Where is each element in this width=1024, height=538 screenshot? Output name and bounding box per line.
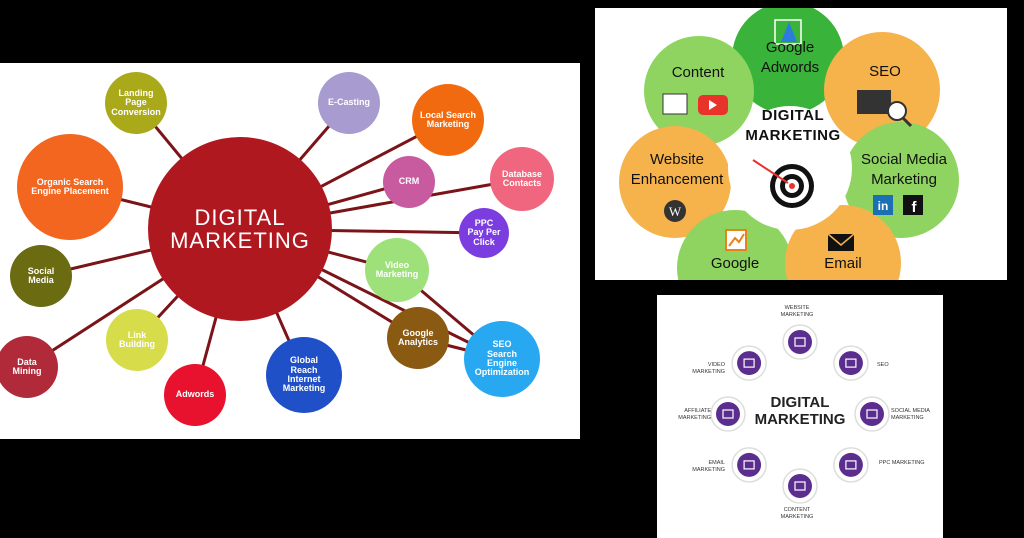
node-database-circle	[490, 147, 554, 211]
item-website-marketing-label: WEBSITE MARKETING	[780, 305, 814, 318]
node-crm-label: CRM	[398, 176, 420, 187]
segment-content-circle	[644, 36, 754, 146]
node-google-analytics-label: Google Analytics	[397, 327, 439, 347]
center-title: DIGITAL MARKETING	[745, 107, 841, 145]
analytics-icon	[725, 229, 747, 251]
content-doc-icon	[782, 468, 818, 504]
center-title: DIGITAL MARKETING	[170, 204, 310, 253]
segment-website-enhancement-label: Website Enhancement	[630, 151, 724, 188]
email-icon	[827, 233, 855, 251]
content-icon	[662, 93, 728, 115]
node-e-casting-label: E-Casting	[327, 97, 370, 108]
website-icon	[782, 324, 818, 360]
node-social-circle	[10, 245, 72, 307]
node-ppc-pay-per-click-label: PPC Pay Per Click	[467, 217, 501, 247]
ppc-icon	[833, 447, 869, 483]
node-seo-circle	[464, 321, 540, 397]
node-e-casting-circle	[318, 72, 380, 134]
node-crm-circle	[383, 156, 435, 208]
seo-icon	[833, 345, 869, 381]
segment-google-adwords-label: Google Adwords	[760, 39, 820, 76]
item-email-marketing-label: EMAIL MARKETING	[692, 460, 725, 473]
node-data-circle	[0, 336, 58, 398]
segment-seo-label: SEO	[869, 63, 901, 80]
node-ppc-circle	[459, 208, 509, 258]
adwords-icon	[774, 19, 802, 45]
node-global-circle	[266, 337, 342, 413]
node-google-circle	[387, 307, 449, 369]
center-circle	[148, 137, 332, 321]
node-organic-search-circle	[17, 134, 123, 240]
item-affiliate-marketing-label: AFFILIATE MARKETING	[678, 408, 711, 421]
item-ppc-marketing-label: PPC MARKETING	[879, 460, 925, 466]
node-landing-circle	[105, 72, 167, 134]
node-local-search-marketing-label: Local Search Marketing	[419, 109, 477, 129]
node-seo-search-engine-optimization-label: SEO Search Engine Optimization	[474, 339, 530, 378]
item-seo-label: SEO	[877, 362, 889, 368]
node-landing-page-conversion-label: Landing Page Conversion	[111, 87, 161, 117]
svg-text:W: W	[669, 204, 682, 219]
target-icon	[752, 159, 814, 208]
node-data-mining-label: Data Mining	[12, 356, 42, 376]
node-local-search-circle	[412, 84, 484, 156]
node-global-reach-internet-marketing-label: Global Reach Internet Marketing	[282, 355, 326, 394]
node-video-circle	[365, 238, 429, 302]
seo-magnifier-icon	[857, 90, 913, 128]
item-content-marketing-label: CONTENT MARKETING	[780, 507, 814, 520]
affiliate-icon	[710, 396, 746, 432]
segment-google-label: Google	[710, 255, 760, 272]
segment-google-circle	[732, 8, 844, 114]
node-adwords-circle	[164, 364, 226, 426]
node-video-marketing-label: Video Marketing	[375, 259, 419, 279]
segment-website-circle	[619, 126, 731, 238]
svg-text:in: in	[878, 199, 889, 213]
node-link-circle	[106, 309, 168, 371]
digital-marketing-ring: WEBSITE MARKETING SEO SOCIAL MEDIA MARKETI…	[657, 295, 943, 538]
video-icon	[731, 345, 767, 381]
node-adwords-label: Adwords	[175, 389, 215, 400]
wordpress-icon: W	[664, 200, 686, 222]
node-organic-search-engine-placement-label: Organic Search Engine Placement	[31, 176, 109, 196]
node-database-contacts-label: Database Contacts	[501, 168, 543, 188]
item-video-marketing-label: VIDEO MARKETING	[692, 362, 725, 375]
segment-social-media-circle	[843, 122, 959, 238]
linkedin-facebook-icon: in f	[873, 195, 923, 216]
mindmap-connectors	[0, 72, 554, 426]
segment-social-media-marketing-label: Social Media Marketing	[861, 151, 947, 188]
segment-email-label: Email	[824, 255, 862, 272]
item-social-media-marketing-label: SOCIAL MEDIA MARKETING	[891, 408, 930, 421]
segment-content-label: Content	[671, 64, 725, 81]
svg-text:f: f	[912, 199, 918, 216]
megaphone-icon	[854, 396, 890, 432]
email-icon	[731, 447, 767, 483]
node-link-building-label: Link Building	[119, 329, 155, 349]
center-title: DIGITAL MARKETING	[754, 394, 846, 429]
ring-graphic	[710, 324, 890, 504]
node-social-media-label: Social Media	[27, 265, 55, 285]
